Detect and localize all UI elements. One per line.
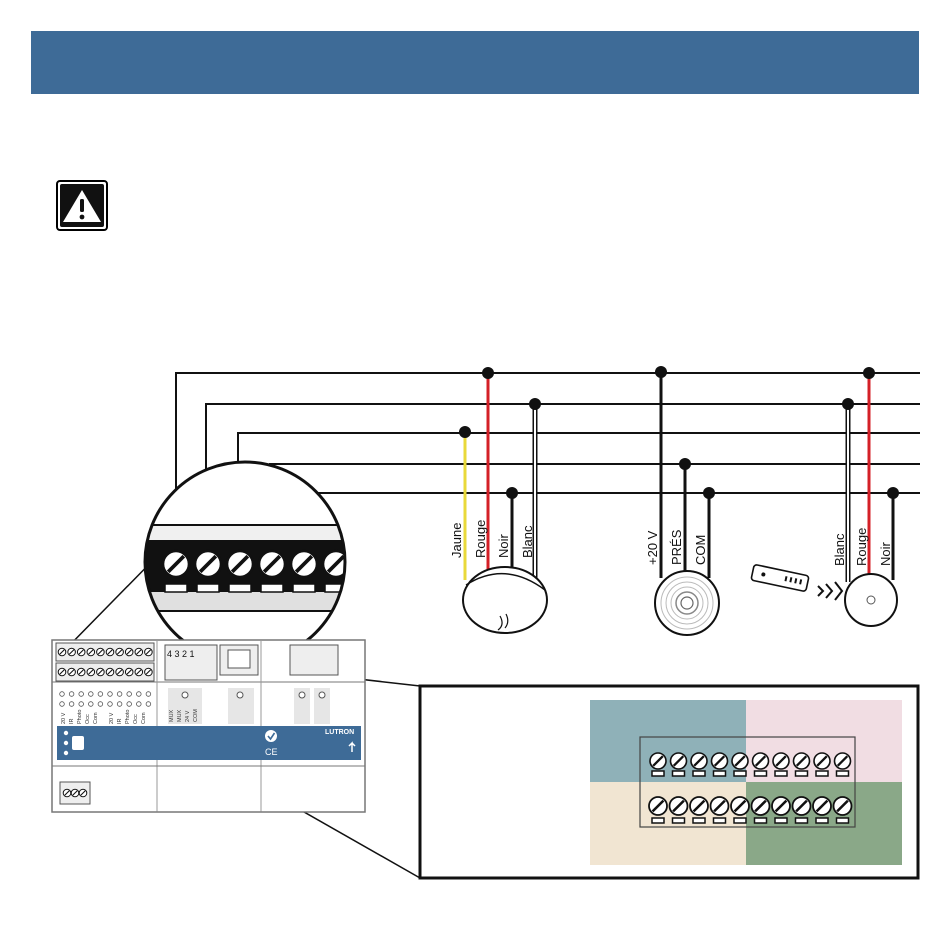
label-noir: Noir: [496, 533, 511, 558]
ce-mark: CE: [265, 747, 278, 757]
module-label-a2: Photo: [77, 710, 83, 724]
label-noir-ir: Noir: [878, 541, 893, 566]
wire-slot: [229, 584, 251, 592]
label-com: COM: [693, 535, 708, 565]
wire-slot: [837, 818, 849, 823]
label-blanc: Blanc: [520, 525, 535, 558]
module-label-a0: 20 V: [61, 712, 67, 724]
module-label-b2: Photo: [125, 710, 131, 724]
module-label-b1: IR: [117, 718, 123, 724]
wire-slot: [165, 584, 187, 592]
module-label-a4: Com: [93, 712, 99, 724]
wire-slot: [652, 771, 664, 776]
module-label-a3: Occ: [85, 714, 91, 724]
wire-slot: [673, 771, 685, 776]
wire-slot: [796, 818, 808, 823]
label-rouge: Rouge: [473, 520, 488, 558]
wall-sensor-labels: Jaune Rouge Noir Blanc: [449, 520, 535, 558]
module-label-a1: IR: [69, 718, 75, 724]
label-rouge-ir: Rouge: [854, 528, 869, 566]
wire-slot: [652, 818, 664, 823]
wire-slot: [775, 818, 787, 823]
wire-slot: [837, 771, 849, 776]
wire-slot: [734, 818, 746, 823]
wire-slot: [734, 771, 746, 776]
wire-slot: [775, 771, 787, 776]
label-jaune: Jaune: [449, 523, 464, 558]
ceiling-sensor-icon: [655, 571, 719, 635]
wire-slot: [693, 818, 705, 823]
wire-slot: [816, 818, 828, 823]
brand-label: LUTRON: [325, 729, 354, 736]
terminal-zoom-circle: [140, 462, 350, 662]
label-20v: +20 V: [645, 530, 660, 565]
wire-slot: [693, 771, 705, 776]
module-front-panel: [57, 726, 361, 760]
program-button: [72, 736, 84, 750]
quadrant-teal: [590, 700, 746, 782]
label-blanc-ir: Blanc: [832, 533, 847, 566]
label-pres: PRÉS: [669, 529, 684, 565]
wire-slot: [796, 771, 808, 776]
port-label-2: 24 V: [185, 710, 191, 722]
wire-slot: [714, 771, 726, 776]
quadrant-pink: [746, 700, 902, 782]
port-label-3: COM: [193, 709, 199, 722]
wire-slot: [816, 771, 828, 776]
ir-signal-icon: [818, 582, 842, 600]
module-label-b3: Occ: [133, 714, 139, 724]
wire-slot: [261, 584, 283, 592]
input-number-label: 4 3 2 1: [167, 649, 195, 659]
wire-slot: [293, 584, 315, 592]
port-label-0: MUX: [169, 709, 175, 722]
ceiling-sensor-labels: +20 V PRÉS COM: [645, 529, 708, 565]
wire-slot: [197, 584, 219, 592]
ir-sensor-icon: [845, 574, 897, 626]
module-label-b4: Com: [141, 712, 147, 724]
terminal-zoom-panel: [420, 686, 918, 878]
wire-slot: [755, 771, 767, 776]
lutron-logo-icon: [265, 730, 277, 742]
wire-slot: [673, 818, 685, 823]
ir-sensor-labels: Blanc Rouge Noir: [832, 528, 893, 566]
wall-sensor-icon: [463, 567, 547, 633]
wire-slot: [714, 818, 726, 823]
module-label-b0: 20 V: [109, 712, 115, 724]
ir-remote-icon: [751, 564, 809, 591]
port-label-1: MUX: [177, 709, 183, 722]
control-module: 4 3 2 1 20 V IR Photo Occ Com 20 V IR Ph…: [52, 640, 365, 812]
wire-slot: [755, 818, 767, 823]
